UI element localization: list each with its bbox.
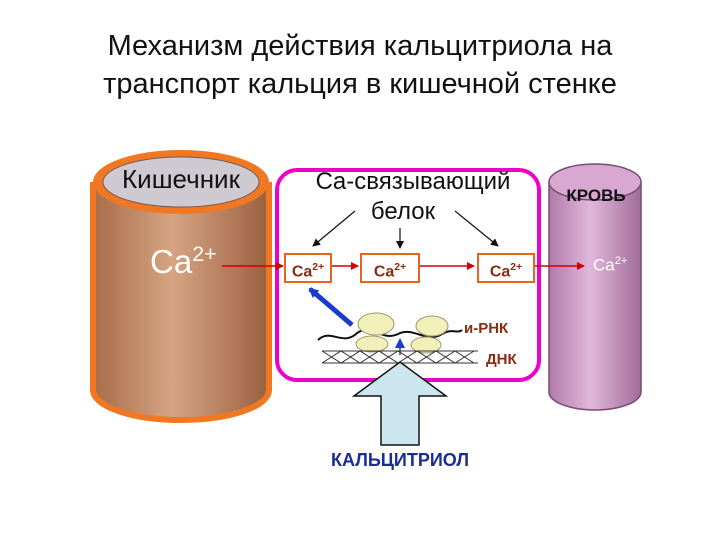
title-line-2: транспорт кальция в кишечной стенке [103,68,617,100]
blood-calcium-ion: Ca2+ [593,255,628,275]
cell-calcium-box-2: Ca2+ [360,253,420,283]
mrna-strand [317,329,463,341]
cell-calcium-box-3: Ca2+ [477,253,535,283]
intestine-cylinder [90,150,272,423]
translation-arrow [308,287,354,327]
ribosome-left [355,312,395,353]
blood-label: КРОВЬ [566,186,626,205]
intestine-calcium-ion: Ca2+ [150,242,217,280]
protein-pointer-arrows [312,210,499,249]
protein-label-line-2: белок [370,198,436,225]
blood-cylinder [548,163,642,411]
intestine-label: Кишечник [122,164,240,194]
calcitriol-label: КАЛЬЦИТРИОЛ [331,450,469,470]
dna-label: ДНК [486,351,517,368]
cell-calcium-box-1: Ca2+ [284,253,332,283]
ribosome-right [410,315,449,354]
mrna-label: и-РНК [464,320,509,337]
title-line-1: Механизм действия кальцитриола на [107,30,613,62]
protein-label-line-1: Ca-связывающий [315,168,511,195]
calcitriol-arrow [351,361,449,446]
